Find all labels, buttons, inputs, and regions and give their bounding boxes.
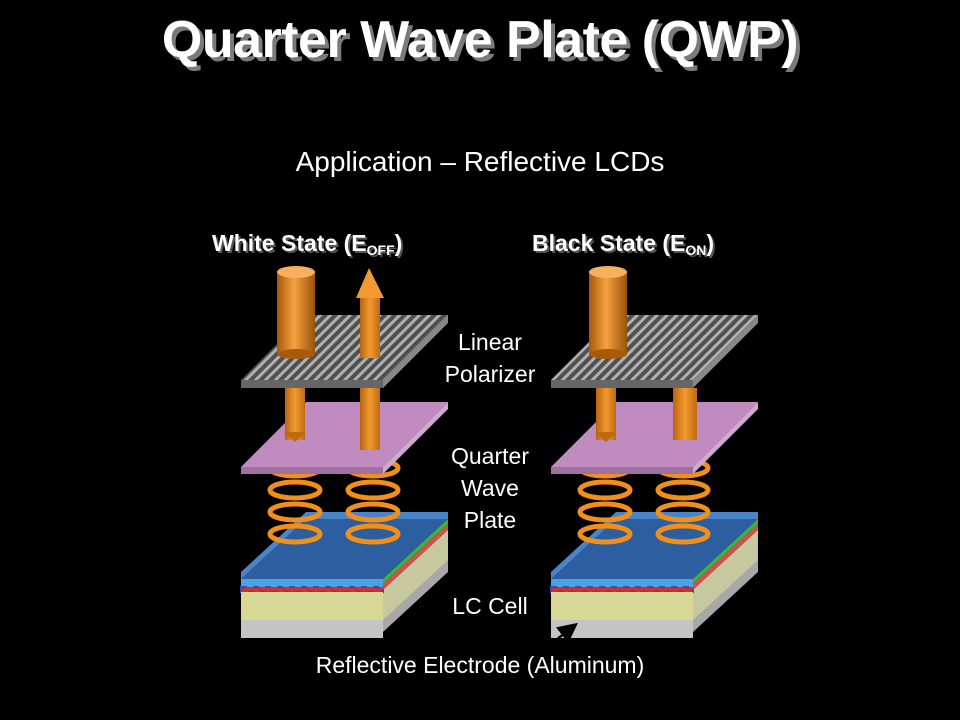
- linear-polarizer-left: [241, 315, 448, 388]
- circular-polarized-light-right: [577, 457, 711, 545]
- quarter-wave-plate-left: [241, 402, 448, 474]
- linear-light-bar: [285, 388, 305, 440]
- black-state-label: Black State (EON): [532, 230, 715, 258]
- lc-cell-right: [550, 512, 758, 638]
- incident-light-cylinder-left: [277, 266, 315, 359]
- quarter-wave-plate-label: Quarter Wave Plate: [451, 443, 529, 533]
- quarter-wave-plate-right: [551, 402, 758, 474]
- page-title: Quarter Wave Plate (QWP): [161, 11, 799, 69]
- reflective-electrode-label: Reflective Electrode (Aluminum): [315, 652, 645, 678]
- incident-light-cylinder-right: [589, 266, 627, 359]
- reflected-light-arrow: [356, 268, 384, 358]
- white-state-stack: [240, 266, 448, 638]
- blocked-light-bar: [673, 388, 697, 440]
- linear-polarizer-right: [551, 315, 758, 388]
- subtitle: Application – Reflective LCDs: [295, 146, 665, 177]
- electrode-pointer-arrow: [555, 622, 578, 644]
- black-state-stack: [550, 266, 758, 644]
- linear-light-bar: [360, 388, 380, 450]
- linear-light-bar: [596, 388, 616, 440]
- white-state-label: White State (EOFF): [212, 230, 403, 258]
- lc-cell-left: [240, 512, 448, 638]
- linear-polarizer-label: Linear Polarizer: [444, 329, 536, 387]
- lc-cell-label: LC Cell: [452, 593, 528, 619]
